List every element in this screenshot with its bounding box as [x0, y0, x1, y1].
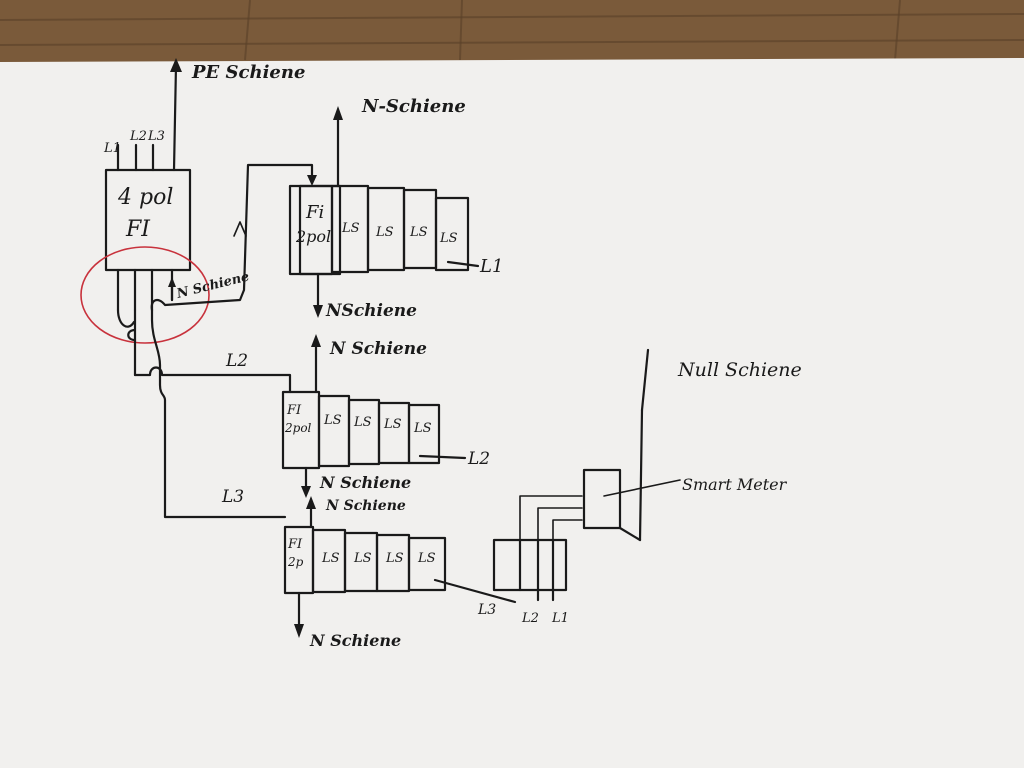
fi-top-label: FI	[125, 217, 151, 242]
n-schiene-row3-top-label: N Schiene	[325, 498, 406, 514]
pol2-row1-label: 2pol	[295, 227, 331, 246]
pol2-row2-label: 2pol	[284, 421, 312, 435]
n-schiene-row3-bottom-label: N Schiene	[309, 631, 401, 650]
wiring-l2-l3	[133, 308, 292, 519]
null-schiene-label: Null Schiene	[677, 359, 802, 381]
pe-schiene-label: PE Schiene	[191, 62, 305, 83]
ls-row1-4: LS	[439, 231, 458, 246]
l3-top-label: L3	[147, 129, 165, 144]
fi-row2	[281, 334, 467, 498]
pol4-label: 4 pol	[117, 185, 173, 210]
ls-row2-2: LS	[353, 415, 372, 430]
nschiene-row1-label: NSchiene	[325, 301, 417, 321]
l1-top-label: L1	[103, 141, 121, 156]
smart-meter-label: Smart Meter	[682, 475, 788, 494]
fi-row1	[288, 106, 480, 318]
fi-row3-label: FI	[287, 537, 303, 552]
ls-row2-4: LS	[413, 421, 432, 436]
fi-4pol-block	[104, 58, 192, 312]
text-labels: PE Schiene N-Schiene L1 L2 L3 4 pol FI N…	[103, 62, 802, 650]
n-schiene-top-label: N-Schiene	[361, 96, 466, 117]
l3-feed-label: L3	[221, 487, 244, 507]
fi-row2-label: FI	[286, 403, 302, 418]
l2-feed-label: L2	[225, 351, 248, 371]
l3-out-label: L3	[477, 602, 496, 618]
ls-row3-2: LS	[353, 551, 372, 566]
fi-row3	[283, 496, 517, 638]
ls-row1-2: LS	[375, 225, 394, 240]
ls-row1-3: LS	[409, 225, 428, 240]
n-schiene-row2-bottom-label: N Schiene	[319, 473, 411, 492]
pol2-row3-label: 2p	[287, 555, 304, 569]
ls-row3-3: LS	[385, 551, 404, 566]
sm-l2-label: L2	[521, 611, 539, 626]
l1-out-label: L1	[479, 256, 503, 277]
l2-top-label: L2	[129, 129, 147, 144]
ls-row2-3: LS	[383, 417, 402, 432]
ls-row1-1: LS	[341, 221, 360, 236]
sm-l1-label: L1	[551, 611, 569, 626]
highlight-circle	[80, 246, 210, 344]
ls-row2-1: LS	[323, 413, 342, 428]
meter-block	[492, 348, 681, 602]
l2-out-label: L2	[467, 449, 490, 469]
fi-row1-label: Fi	[305, 202, 324, 223]
paper-sheet	[0, 58, 1024, 768]
ls-row3-4: LS	[417, 551, 436, 566]
ls-row3-1: LS	[321, 551, 340, 566]
n-schiene-row2-top-label: N Schiene	[329, 339, 427, 359]
